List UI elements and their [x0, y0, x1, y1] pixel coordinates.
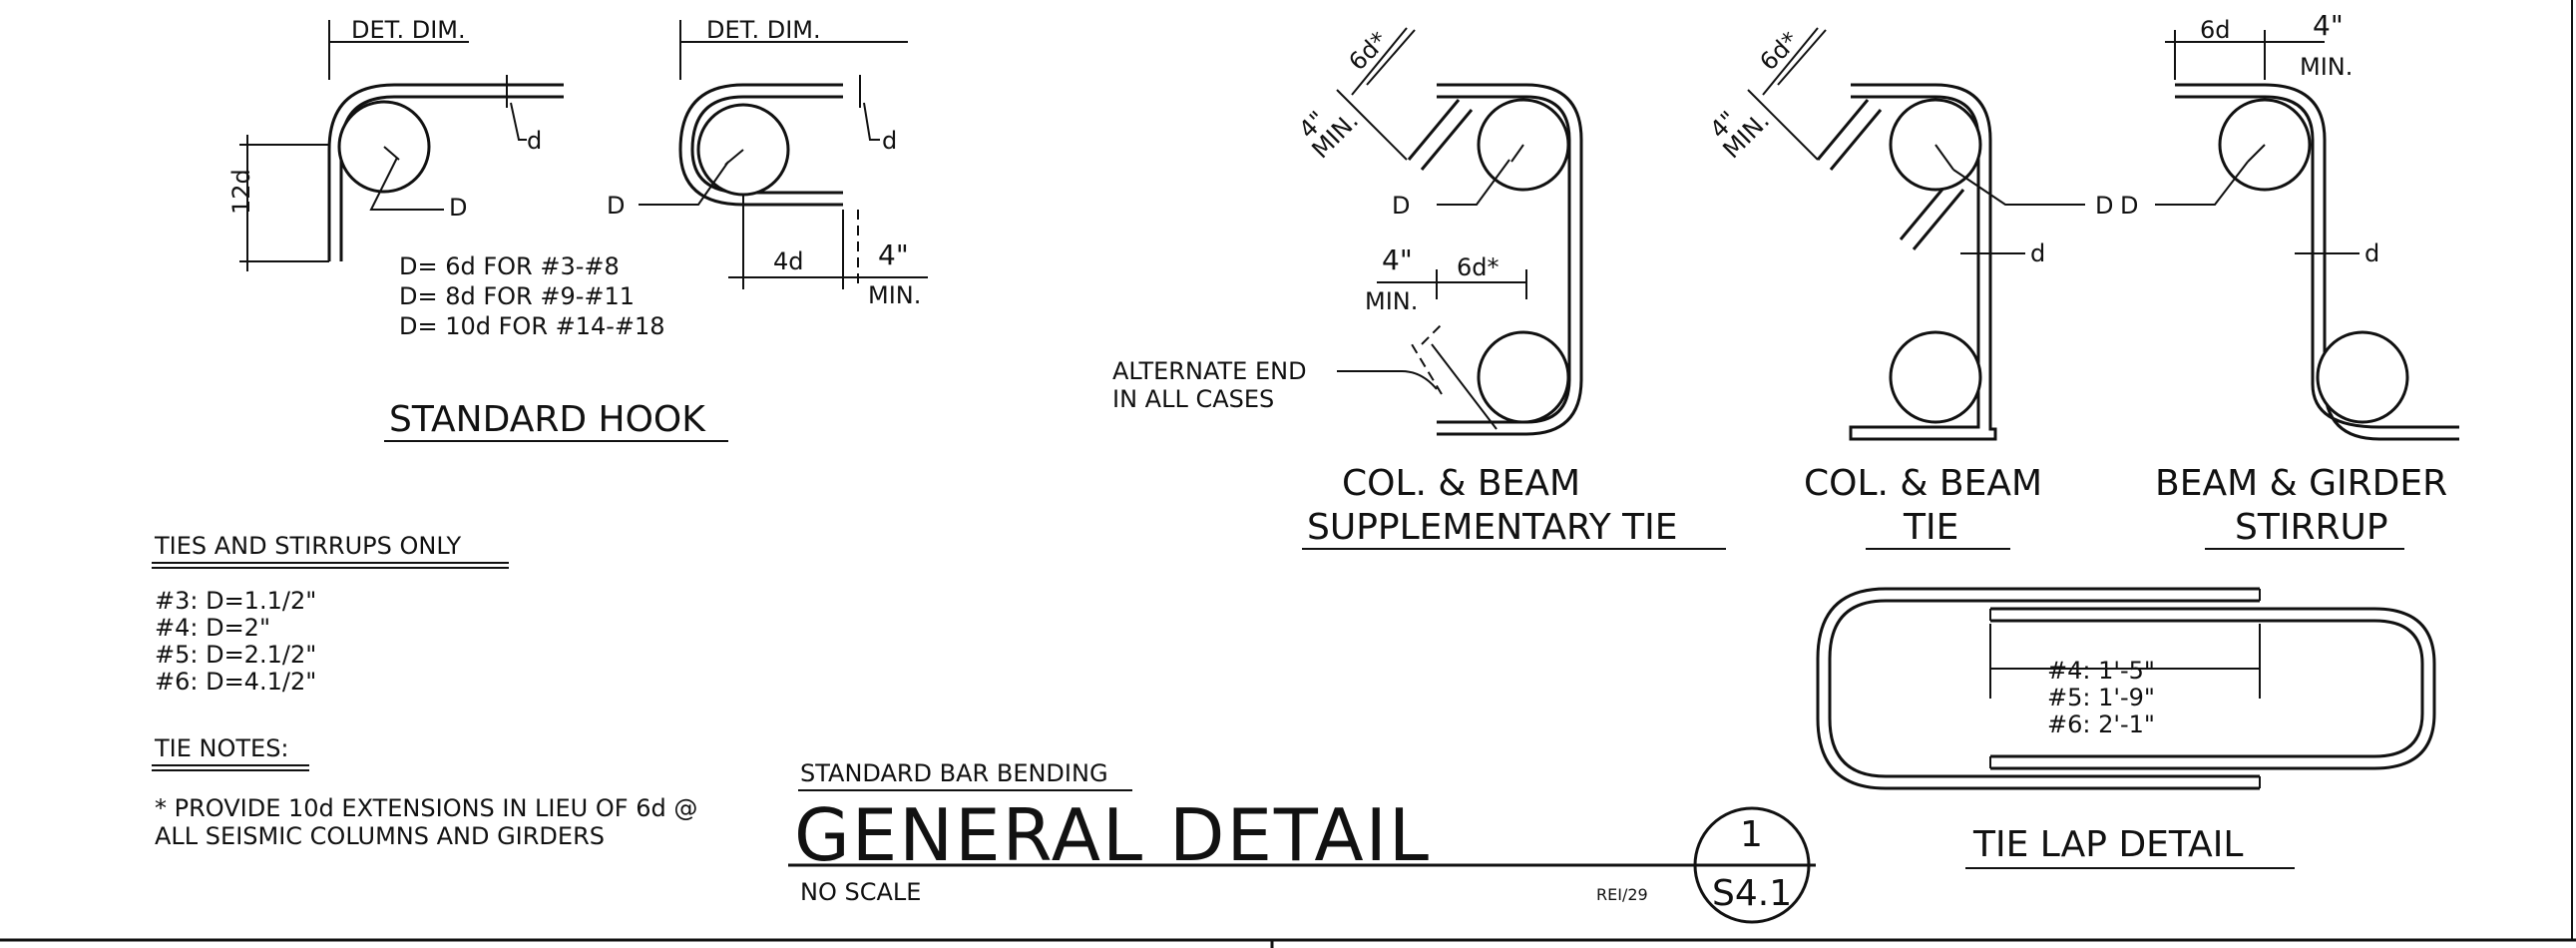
tie-lap-bar-right-inner — [1990, 619, 2424, 758]
supplementary-6d-mid: 6d* — [1457, 253, 1500, 281]
hook-formula-2: D= 8d FOR #9-#11 — [399, 282, 635, 310]
stirrup-title-2: STIRRUP — [2235, 507, 2388, 548]
hook-b-d: d — [882, 127, 897, 155]
sheet-number: S4.1 — [1712, 873, 1792, 914]
stirrup-bar — [2175, 83, 2459, 441]
tie-lap-title: TIE LAP DETAIL — [1972, 824, 2243, 865]
col-beam-tie-detail: D 6d* 4" MIN. d COL. & BEAM TIE — [1704, 26, 2113, 550]
ties-line-4: #6: D=4.1/2" — [155, 668, 316, 696]
detail-bubble — [1693, 806, 1811, 924]
tie-note-line-2: ALL SEISMIC COLUMNS AND GIRDERS — [155, 822, 605, 850]
ties-line-1: #3: D=1.1/2" — [155, 587, 316, 615]
hook-b-min: MIN. — [868, 281, 921, 309]
tie-lap-bar-right-outer — [1990, 607, 2436, 770]
supplementary-title-2: SUPPLEMENTARY TIE — [1307, 507, 1677, 548]
title-block-subtitle: STANDARD BAR BENDING — [800, 759, 1108, 787]
tie-lap-line-2: #5: 1'-9" — [2047, 684, 2155, 711]
ties-stirrups-block: TIES AND STIRRUPS ONLY #3: D=1.1/2" #4: … — [152, 532, 697, 850]
supplementary-min-mid: MIN. — [1365, 287, 1418, 315]
title-block: STANDARD BAR BENDING GENERAL DETAIL NO S… — [788, 759, 1816, 924]
supplementary-bottom-circle — [1477, 330, 1570, 424]
supplementary-6d-top: 6d* — [1343, 26, 1393, 76]
tie-notes-title: TIE NOTES: — [154, 734, 289, 762]
tie-note-line-1: * PROVIDE 10d EXTENSIONS IN LIEU OF 6d @ — [155, 794, 697, 822]
stirrup-4in: 4" — [2313, 9, 2344, 42]
col-beam-tie-bottom-circle — [1889, 330, 1982, 424]
stirrup-d: d — [2364, 239, 2379, 267]
supplementary-tie-detail: D 6d* 4" MIN. 4" MIN. 6d* ALTERNATE END … — [1112, 26, 1726, 550]
col-beam-tie-d: d — [2030, 239, 2045, 267]
hook-a-12d: 12d — [227, 169, 255, 215]
hook-formula-3: D= 10d FOR #14-#18 — [399, 312, 665, 340]
standard-hook-title: STANDARD HOOK — [389, 399, 706, 440]
col-beam-tie-title-2: TIE — [1903, 507, 1958, 548]
col-beam-tie-D: D — [2095, 192, 2113, 220]
title-block-title: GENERAL DETAIL — [794, 793, 1431, 877]
standard-hook-detail: DET. DIM. 12d d D D DET. DIM. d 4d 4" MI… — [227, 16, 928, 442]
stirrup-D: D — [2120, 192, 2138, 220]
stirrup-min: MIN. — [2300, 53, 2353, 81]
tie-lap-bar-outer — [1816, 587, 2260, 790]
detail-number: 1 — [1740, 814, 1763, 855]
tie-lap-detail: #4: 1'-5" #5: 1'-9" #6: 2'-1" TIE LAP DE… — [1816, 587, 2436, 869]
tie-lap-line-3: #6: 2'-1" — [2047, 711, 2155, 738]
supplementary-tie-bar — [1437, 83, 1583, 436]
alternate-end-line-1: ALTERNATE END — [1112, 357, 1307, 385]
alternate-end-line-2: IN ALL CASES — [1112, 385, 1274, 413]
stirrup-6d: 6d — [2200, 16, 2231, 44]
hook-b-4d: 4d — [773, 247, 804, 275]
supplementary-D: D — [1392, 192, 1410, 220]
stirrup-title-1: BEAM & GIRDER — [2155, 463, 2447, 504]
ties-line-2: #4: D=2" — [155, 614, 270, 642]
hook-b-det-dim: DET. DIM. — [706, 16, 821, 44]
col-beam-tie-bar — [1849, 83, 1997, 441]
title-block-ref: REI/29 — [1596, 885, 1648, 904]
col-beam-tie-title-1: COL. & BEAM — [1804, 463, 2042, 504]
tie-lap-bar-inner — [1828, 599, 2260, 778]
supplementary-4in-mid: 4" — [1382, 243, 1413, 276]
hook-a-D: D — [449, 194, 467, 222]
hook-b-D: D — [607, 192, 625, 220]
hook-a-det-dim: DET. DIM. — [351, 16, 466, 44]
hook-a-d: d — [527, 127, 542, 155]
ties-line-3: #5: D=2.1/2" — [155, 641, 316, 669]
supplementary-title-1: COL. & BEAM — [1342, 463, 1580, 504]
hook-formula-1: D= 6d FOR #3-#8 — [399, 252, 620, 280]
ties-stirrups-title: TIES AND STIRRUPS ONLY — [154, 532, 462, 560]
col-beam-tie-6d: 6d* — [1754, 26, 1804, 76]
stirrup-bottom-circle — [2316, 330, 2409, 424]
tie-lap-line-1: #4: 1'-5" — [2047, 657, 2155, 685]
hook-b-4in: 4" — [878, 238, 909, 271]
title-block-scale: NO SCALE — [800, 878, 921, 906]
beam-girder-stirrup-detail: D 6d 4" MIN. d BEAM & GIRDER STIRRUP — [2120, 9, 2459, 550]
